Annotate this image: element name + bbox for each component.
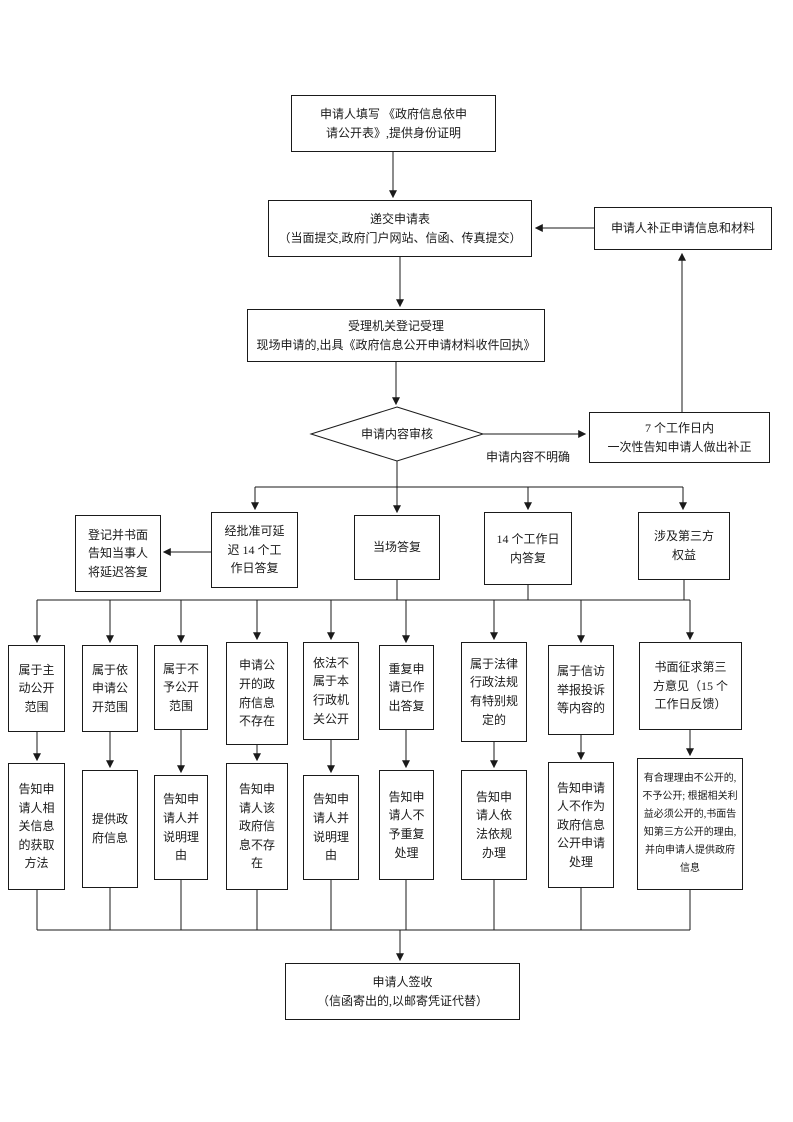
node-applicant-sign-receipt: 申请人签收 （信函寄出的,以邮寄凭证代替） — [285, 963, 520, 1020]
node-act-inform-with-reasons-2: 告知申 请人并 说明理 由 — [303, 775, 359, 880]
node-fill-application-form: 申请人填写 《政府信息依申 请公开表》,提供身份证明 — [291, 95, 496, 152]
node-register-delay-notice: 登记并书面 告知当事人 将延迟答复 — [75, 515, 161, 592]
node-content-review-decision: 申请内容审核 — [360, 426, 433, 441]
connector-lines — [33, 152, 694, 962]
edge-label-content-unclear: 申请内容不明确 — [485, 449, 570, 464]
node-act-inform-access-method: 告知申 请人相 关信息 的获取 方法 — [8, 763, 65, 890]
node-applicant-supplement: 申请人补正申请信息和材料 — [594, 207, 772, 250]
node-registration-acceptance: 受理机关登记受理 现场申请的,出具《政府信息公开申请材料收件回执》 — [247, 309, 545, 362]
node-case-nondisclosure-scope: 属于不 予公开 范围 — [154, 645, 208, 730]
decision-diamond-shape — [309, 406, 485, 462]
node-case-proactive-disclosure: 属于主 动公开 范围 — [8, 645, 65, 732]
node-act-third-party-decision: 有合理理由不公开的, 不予公开; 根据相关利 益必须公开的,书面告 知第三方公开… — [637, 758, 743, 890]
node-case-info-not-exist: 申请公 开的政 府信息 不存在 — [226, 642, 288, 745]
node-onsite-reply: 当场答复 — [354, 515, 440, 580]
node-case-seek-third-party-opinion: 书面征求第三 方意见（15 个 工作日反馈） — [639, 642, 742, 730]
node-submit-application: 递交申请表 （当面提交,政府门户网站、信函、传真提交） — [268, 200, 532, 257]
node-seven-working-days-notice: 7 个工作日内 一次性告知申请人做出补正 — [589, 412, 770, 463]
node-case-disclosure-on-request: 属于依 申请公 开范围 — [82, 645, 138, 732]
node-approved-delay-14-days: 经批准可延 迟 14 个工 作日答复 — [211, 512, 298, 588]
node-reply-within-14-days: 14 个工作日 内答复 — [484, 512, 572, 585]
node-act-not-treated-as-request: 告知申请 人不作为 政府信息 公开申请 处理 — [548, 762, 614, 888]
node-case-petition-complaint: 属于信访 举报投诉 等内容的 — [548, 645, 614, 735]
node-case-special-legal-provisions: 属于法律 行政法规 有特别规 定的 — [461, 642, 527, 742]
node-case-not-this-organ: 依法不 属于本 行政机 关公开 — [303, 642, 359, 740]
node-act-inform-not-exist: 告知申 请人该 政府信 息不存 在 — [226, 763, 288, 890]
node-act-inform-with-reasons-1: 告知申 请人并 说明理 由 — [154, 775, 208, 880]
node-act-provide-information: 提供政 府信息 — [82, 770, 138, 888]
node-third-party-rights: 涉及第三方 权益 — [638, 512, 730, 580]
node-act-handle-per-law: 告知申 请人依 法依规 办理 — [461, 770, 527, 880]
node-act-no-repeat-processing: 告知申 请人不 予重复 处理 — [379, 770, 434, 880]
node-case-repeated-application: 重复申 请已作 出答复 — [379, 645, 434, 730]
